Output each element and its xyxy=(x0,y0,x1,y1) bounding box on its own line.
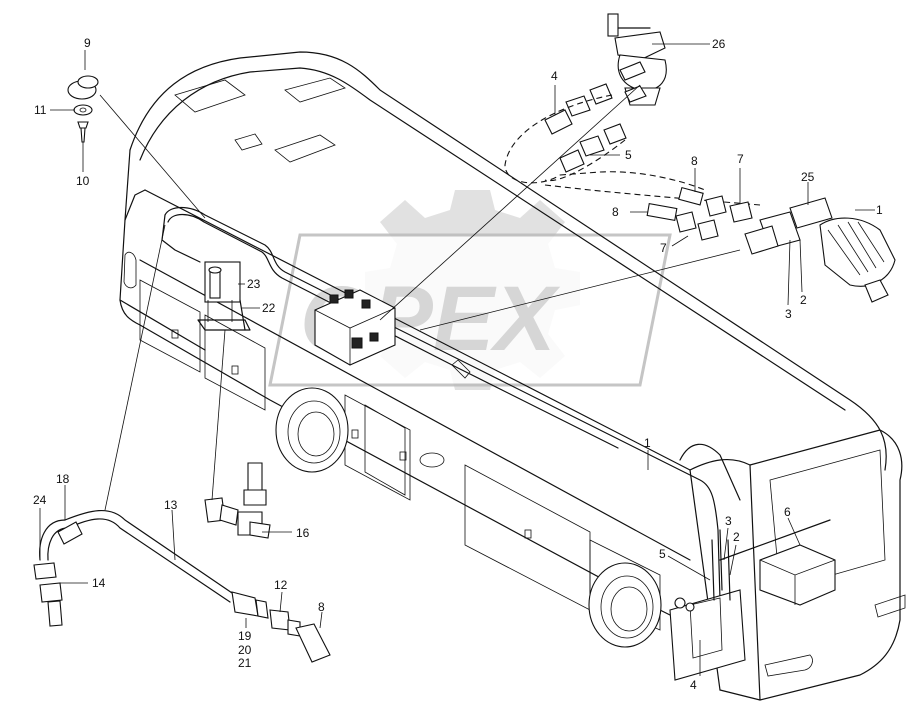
callout-3-right: 3 xyxy=(785,307,792,321)
callout-9: 9 xyxy=(84,36,91,50)
callout-8-mid: 8 xyxy=(612,205,619,219)
connector-group-25-1-2-3 xyxy=(744,197,896,303)
cable-clip-9 xyxy=(67,75,99,100)
callout-1-bus: 1 xyxy=(644,436,651,450)
fittings-7-8 xyxy=(646,186,753,241)
fitting-18 xyxy=(57,521,83,545)
fitting-set-top-5 xyxy=(559,123,627,173)
callout-5-rear: 5 xyxy=(659,547,666,561)
callout-11: 11 xyxy=(34,103,47,117)
pipe-8-bottom xyxy=(295,623,331,663)
fitting-12 xyxy=(269,609,301,637)
fitting-set-top-4 xyxy=(544,83,613,135)
rear-battery-pack xyxy=(669,529,836,681)
callout-3-rear: 3 xyxy=(725,514,732,528)
callout-24: 24 xyxy=(33,493,47,507)
leader-lines xyxy=(39,43,875,676)
washer-11 xyxy=(73,104,93,116)
callout-8-bottom: 8 xyxy=(318,600,325,614)
central-junction-box xyxy=(314,289,396,366)
callout-25: 25 xyxy=(801,170,815,184)
callout-26: 26 xyxy=(712,37,726,51)
callout-8-top: 8 xyxy=(691,154,698,168)
harness-routing xyxy=(161,206,831,601)
elbow-16 xyxy=(204,462,271,539)
callout-19: 19 xyxy=(238,629,252,643)
callout-2-right: 2 xyxy=(800,293,807,307)
front-wheel xyxy=(275,387,349,473)
air-dryer-26 xyxy=(607,13,667,106)
callout-10: 10 xyxy=(76,174,90,188)
callout-16: 16 xyxy=(296,526,310,540)
callout-1-right: 1 xyxy=(876,203,883,217)
callout-7-mid: 7 xyxy=(660,241,667,255)
hose-13 xyxy=(39,509,236,603)
callout-labels: 26 9 11 10 4 5 8 7 25 1 8 7 3 2 23 22 1 … xyxy=(33,36,883,692)
coupling-19-20-21 xyxy=(231,591,269,619)
callout-5-top: 5 xyxy=(625,148,632,162)
callout-23: 23 xyxy=(247,277,261,291)
callout-7-top: 7 xyxy=(737,152,744,166)
callout-2-rear: 2 xyxy=(733,530,740,544)
filter-bracket-assembly xyxy=(197,261,251,331)
callout-22: 22 xyxy=(262,301,276,315)
hose-dashed-route xyxy=(504,94,761,206)
callout-4-top: 4 xyxy=(551,69,558,83)
connector-14 xyxy=(39,582,63,627)
callout-4-rear: 4 xyxy=(690,678,697,692)
callout-20: 20 xyxy=(238,643,252,657)
callout-18: 18 xyxy=(56,472,70,486)
rear-wheel xyxy=(588,562,662,648)
nut-24 xyxy=(33,562,57,580)
callout-21: 21 xyxy=(238,656,252,670)
callout-13: 13 xyxy=(164,498,178,512)
callout-6: 6 xyxy=(784,505,791,519)
callout-14: 14 xyxy=(92,576,106,590)
screw-10 xyxy=(77,121,89,143)
callout-12: 12 xyxy=(274,578,288,592)
